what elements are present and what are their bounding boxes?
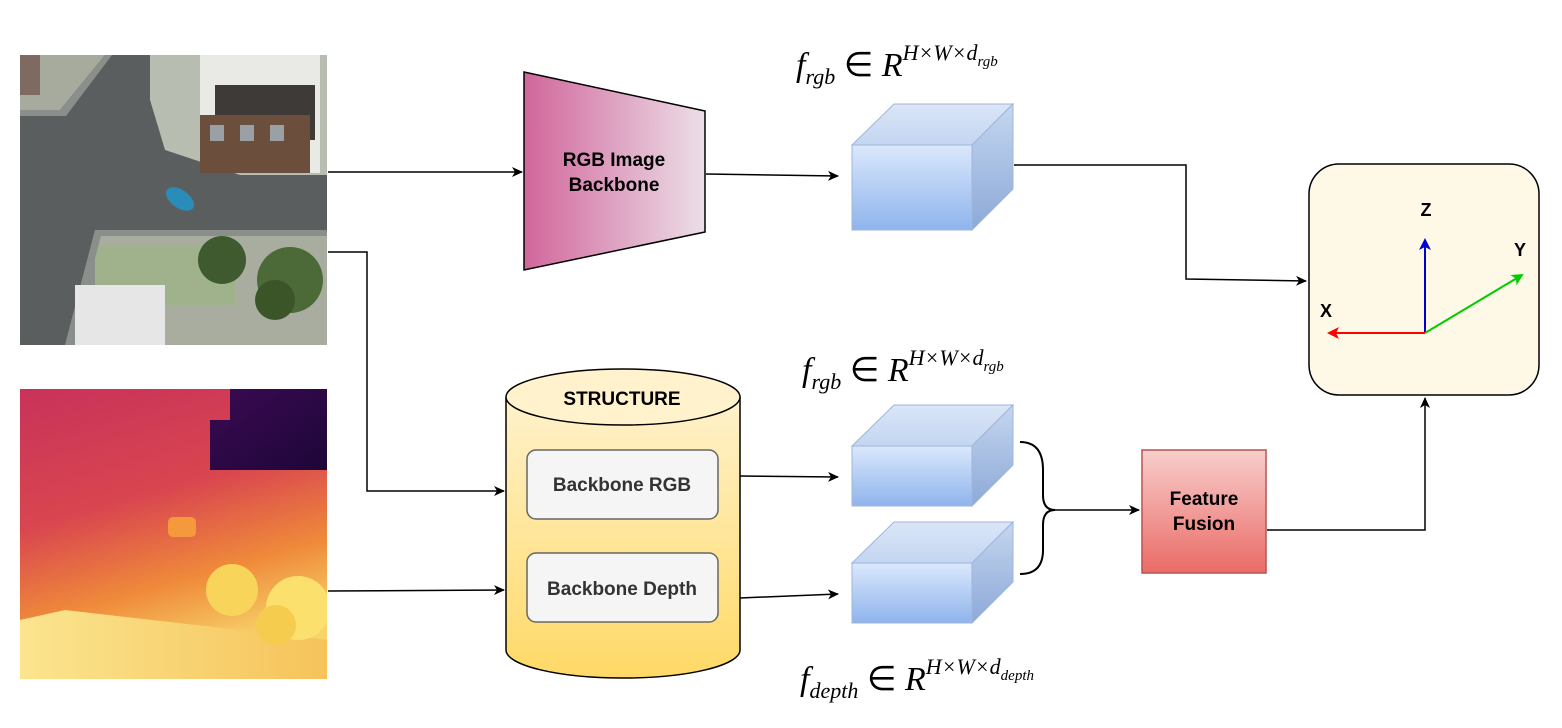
label-middle-supsub: rgb [984,359,1005,375]
label-top-supsub: rgb [978,54,999,70]
svg-text:fdepth ∈ RH×W×ddepth: fdepth ∈ RH×W×ddepth [800,654,1034,703]
rgb-backbone-label-line2: Backbone [569,175,660,196]
feature-cube-rgb-top [850,102,1015,232]
label-bottom-in: ∈ [858,661,905,698]
rgb-aerial-image [20,55,327,345]
arrow-backbone-to-cube [705,170,839,181]
label-bottom-sup: H×W×d [925,654,1002,679]
feature-label-middle: frgb ∈ RH×W×drgb [802,345,1004,394]
depth-map-image [20,389,327,679]
feature-cube-depth [850,520,1015,625]
fusion-label-line2: Fusion [1173,514,1235,535]
label-bottom-R: R [904,661,926,698]
backbone-rgb-box [526,449,719,520]
label-middle-sub: rgb [811,369,841,394]
label-middle-R: R [887,352,909,389]
svg-text:frgb ∈ RH×W×drgb: frgb ∈ RH×W×drgb [796,40,998,89]
label-middle-in: ∈ [841,352,888,389]
arrow-backbone-depth-to-cube [739,589,839,600]
rgb-image-backbone: RGB Image Backbone [523,71,706,271]
label-middle-sup: H×W×d [908,345,985,370]
feature-fusion-block: Feature Fusion [1141,449,1267,574]
label-top-sub: rgb [805,64,835,89]
arrow-rgb-to-structure [328,251,505,496]
x-axis-label: X [1320,301,1332,321]
backbone-depth-box [526,552,719,623]
arrow-depth-to-structure [327,585,505,596]
svg-text:frgb ∈ RH×W×drgb: frgb ∈ RH×W×drgb [802,345,1004,394]
z-axis-label: Z [1421,200,1432,220]
rgb-backbone-label-line1: RGB Image [563,150,665,171]
feature-label-top: frgb ∈ RH×W×drgb [796,40,998,89]
label-bottom-supsub: depth [1001,668,1034,684]
arrow-backbone-rgb-to-cube [739,471,839,482]
backbone-depth-label: Backbone Depth [547,579,697,600]
feature-label-bottom: fdepth ∈ RH×W×ddepth [800,654,1034,703]
arrow-cube-to-output [1014,164,1307,286]
label-top-R: R [881,47,903,84]
fusion-label-line1: Feature [1170,489,1239,510]
label-bottom-sub: depth [809,678,858,703]
connectors [327,164,1430,600]
feature-cube-rgb-middle [850,403,1015,508]
backbone-rgb-label: Backbone RGB [553,475,691,496]
arrow-fusion-to-output [1267,397,1430,531]
structure-title: STRUCTURE [563,389,680,410]
structure-cylinder: STRUCTURE Backbone RGB Backbone Depth [505,368,741,679]
y-axis-arrow [1424,273,1524,334]
fusion-brace [1019,441,1056,575]
label-top-sup: H×W×d [902,40,979,65]
y-axis-label: Y [1514,240,1526,260]
output-3d-box: Z Y X [1308,163,1540,396]
label-top-in: ∈ [835,47,882,84]
